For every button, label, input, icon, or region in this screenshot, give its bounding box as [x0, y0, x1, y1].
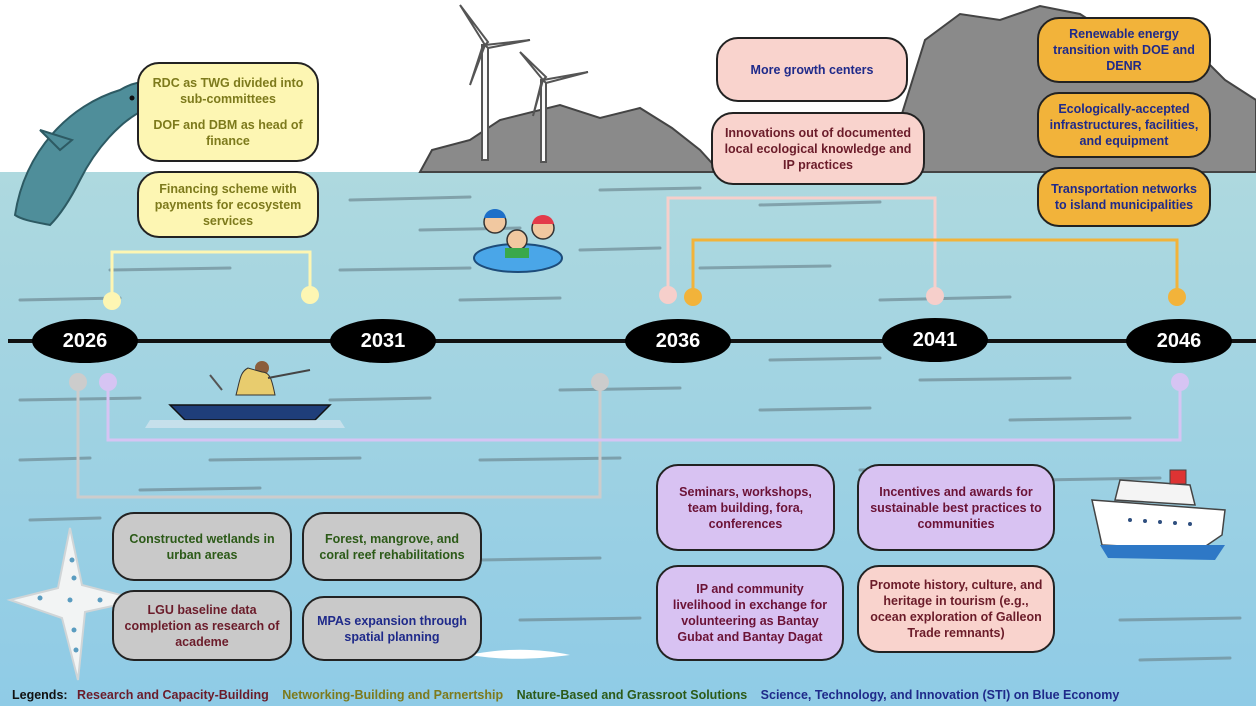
milestone-dot-lavender-2046: [1171, 373, 1189, 391]
box-ip-livelihood: IP and community livelihood in exchange …: [656, 565, 844, 661]
wind-turbine-icon: [459, 4, 589, 163]
fisherman-boat-icon: [145, 361, 345, 428]
foam-splash: [470, 649, 570, 659]
starfish-icon: [6, 527, 141, 681]
legend-item-nature-based: Nature-Based and Grassroot Solutions: [516, 688, 748, 702]
year-node-2041: 2041: [882, 318, 988, 362]
box-financing-scheme: Financing scheme with payments for ecosy…: [137, 171, 319, 238]
legend-item-sti: Science, Technology, and Innovation (STI…: [760, 688, 1120, 702]
box-incentives: Incentives and awards for sustainable be…: [857, 464, 1055, 551]
milestone-dot-gray-2026: [69, 373, 87, 391]
box-forest-rehab: Forest, mangrove, and coral reef rehabil…: [302, 512, 482, 581]
box-mpas: MPAs expansion through spatial planning: [302, 596, 482, 661]
box-lgu-baseline: LGU baseline data completion as research…: [112, 590, 292, 661]
box-dof-dbm: DOF and DBM as head of finance: [153, 118, 303, 148]
box-eco-infrastructure: Ecologically-accepted infrastructures, f…: [1037, 92, 1211, 158]
milestone-dot-yellow-2026: [103, 292, 121, 310]
legend-item-research: Research and Capacity-Building: [77, 688, 269, 702]
box-promote-history: Promote history, culture, and heritage i…: [857, 565, 1055, 653]
box-seminars: Seminars, workshops, team building, fora…: [656, 464, 835, 551]
year-node-2026: 2026: [32, 319, 138, 363]
cruise-ship-icon: [1091, 469, 1226, 560]
box-growth-centers: More growth centers: [716, 37, 908, 102]
box-transport-networks: Transportation networks to island munici…: [1037, 167, 1211, 227]
box-rdc-twg: RDC as TWG divided into sub-committees: [152, 76, 304, 106]
lavender-connector: [106, 382, 1182, 442]
family-swim-ring-icon: [473, 209, 563, 273]
year-node-2031: 2031: [330, 319, 436, 363]
year-node-2036: 2036: [625, 319, 731, 363]
milestone-dot-pink-2041: [926, 287, 944, 305]
box-wetlands: Constructed wetlands in urban areas: [112, 512, 292, 581]
milestone-dot-orange-2036: [684, 288, 702, 306]
legend: Legends: Research and Capacity-Building …: [12, 688, 1129, 702]
milestone-dot-lavender-2026: [99, 373, 117, 391]
milestone-dot-yellow-2031: [301, 286, 319, 304]
milestone-dot-orange-2046: [1168, 288, 1186, 306]
wave-strokes: [18, 184, 1242, 662]
box-governance: RDC as TWG divided into sub-committees D…: [137, 62, 319, 162]
pink-connector: [666, 196, 937, 295]
legend-item-networking: Networking-Building and Parnertship: [282, 688, 504, 702]
box-renewable-energy: Renewable energy transition with DOE and…: [1037, 17, 1211, 83]
yellow-connector: [110, 250, 312, 300]
milestone-dot-gray-2036: [591, 373, 609, 391]
box-innovations: Innovations out of documented local ecol…: [711, 112, 925, 185]
year-node-2046: 2046: [1126, 319, 1232, 363]
milestone-dot-pink-2036: [659, 286, 677, 304]
legend-title: Legends:: [12, 688, 68, 702]
orange-connector: [691, 238, 1179, 297]
